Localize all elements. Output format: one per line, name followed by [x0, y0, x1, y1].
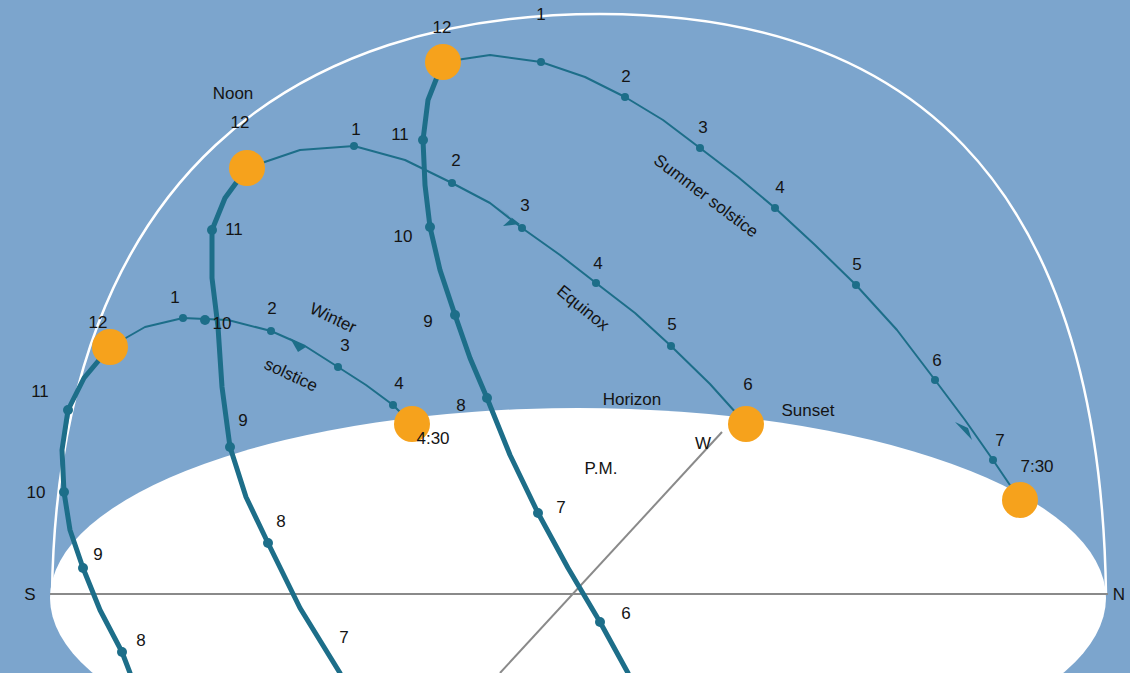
hour-label: 9 [93, 546, 102, 563]
summer-morning-track [423, 62, 628, 673]
hour-label: 7 [556, 499, 565, 516]
equinox-morning-track [212, 168, 340, 673]
text-label: Summer solstice [651, 151, 762, 240]
horizon-disc [50, 408, 1106, 673]
hour-label: 1 [351, 121, 360, 138]
south-north-line [50, 593, 1108, 595]
hour-label: 2 [267, 300, 276, 317]
hour-label: 9 [423, 313, 432, 330]
hour-label: 8 [136, 632, 145, 649]
sky-dome [52, 14, 1106, 594]
hour-label: 7 [995, 432, 1004, 449]
text-label: Winter [307, 300, 359, 336]
hour-dots [59, 58, 997, 657]
hour-label: 10 [213, 315, 232, 332]
summer-afternoon-track [443, 55, 1020, 500]
hour-label: 11 [225, 221, 243, 238]
hour-label: 6 [621, 605, 630, 622]
hour-label: 3 [698, 119, 707, 136]
text-label: Noon [213, 85, 254, 102]
hour-label: 4 [775, 179, 784, 196]
hour-label: 4 [593, 255, 602, 272]
text-label: N [1113, 586, 1125, 603]
text-label: solstice [262, 355, 321, 394]
hour-label: 11 [31, 383, 49, 400]
winter-afternoon-track [110, 318, 412, 424]
hour-label: 4 [394, 375, 403, 392]
hour-label: 1 [170, 289, 179, 306]
hour-label: 2 [621, 68, 630, 85]
text-label: P.M. [585, 460, 618, 477]
winter-morning-track [62, 347, 130, 673]
hour-label: 3 [520, 197, 529, 214]
hour-label: 9 [238, 412, 247, 429]
hour-label: 7 [339, 629, 348, 646]
text-label: Horizon [603, 391, 662, 408]
hour-label: 8 [456, 397, 465, 414]
hour-label: 11 [391, 126, 409, 143]
hour-label: 8 [276, 513, 285, 530]
sun-positions [92, 44, 1038, 518]
hour-label: 6 [932, 352, 941, 369]
hour-label: 2 [451, 152, 460, 169]
hour-label: 7:30 [1020, 458, 1053, 475]
hour-label: 6 [743, 376, 752, 393]
hour-label: 12 [231, 114, 250, 131]
hour-label: 12 [433, 19, 452, 36]
hour-label: 5 [667, 316, 676, 333]
hour-label: 10 [394, 228, 413, 245]
hour-label: 4:30 [416, 430, 449, 447]
hour-label: 5 [852, 256, 861, 273]
text-label: S [24, 586, 35, 603]
hour-label: 3 [340, 337, 349, 354]
text-label: W [695, 435, 711, 452]
hour-label: 12 [89, 314, 108, 331]
direction-arrows [290, 207, 972, 440]
hour-label: 10 [27, 484, 46, 501]
equinox-afternoon-track [247, 146, 746, 424]
text-label: Sunset [782, 402, 835, 419]
hour-label: 1 [536, 6, 545, 23]
